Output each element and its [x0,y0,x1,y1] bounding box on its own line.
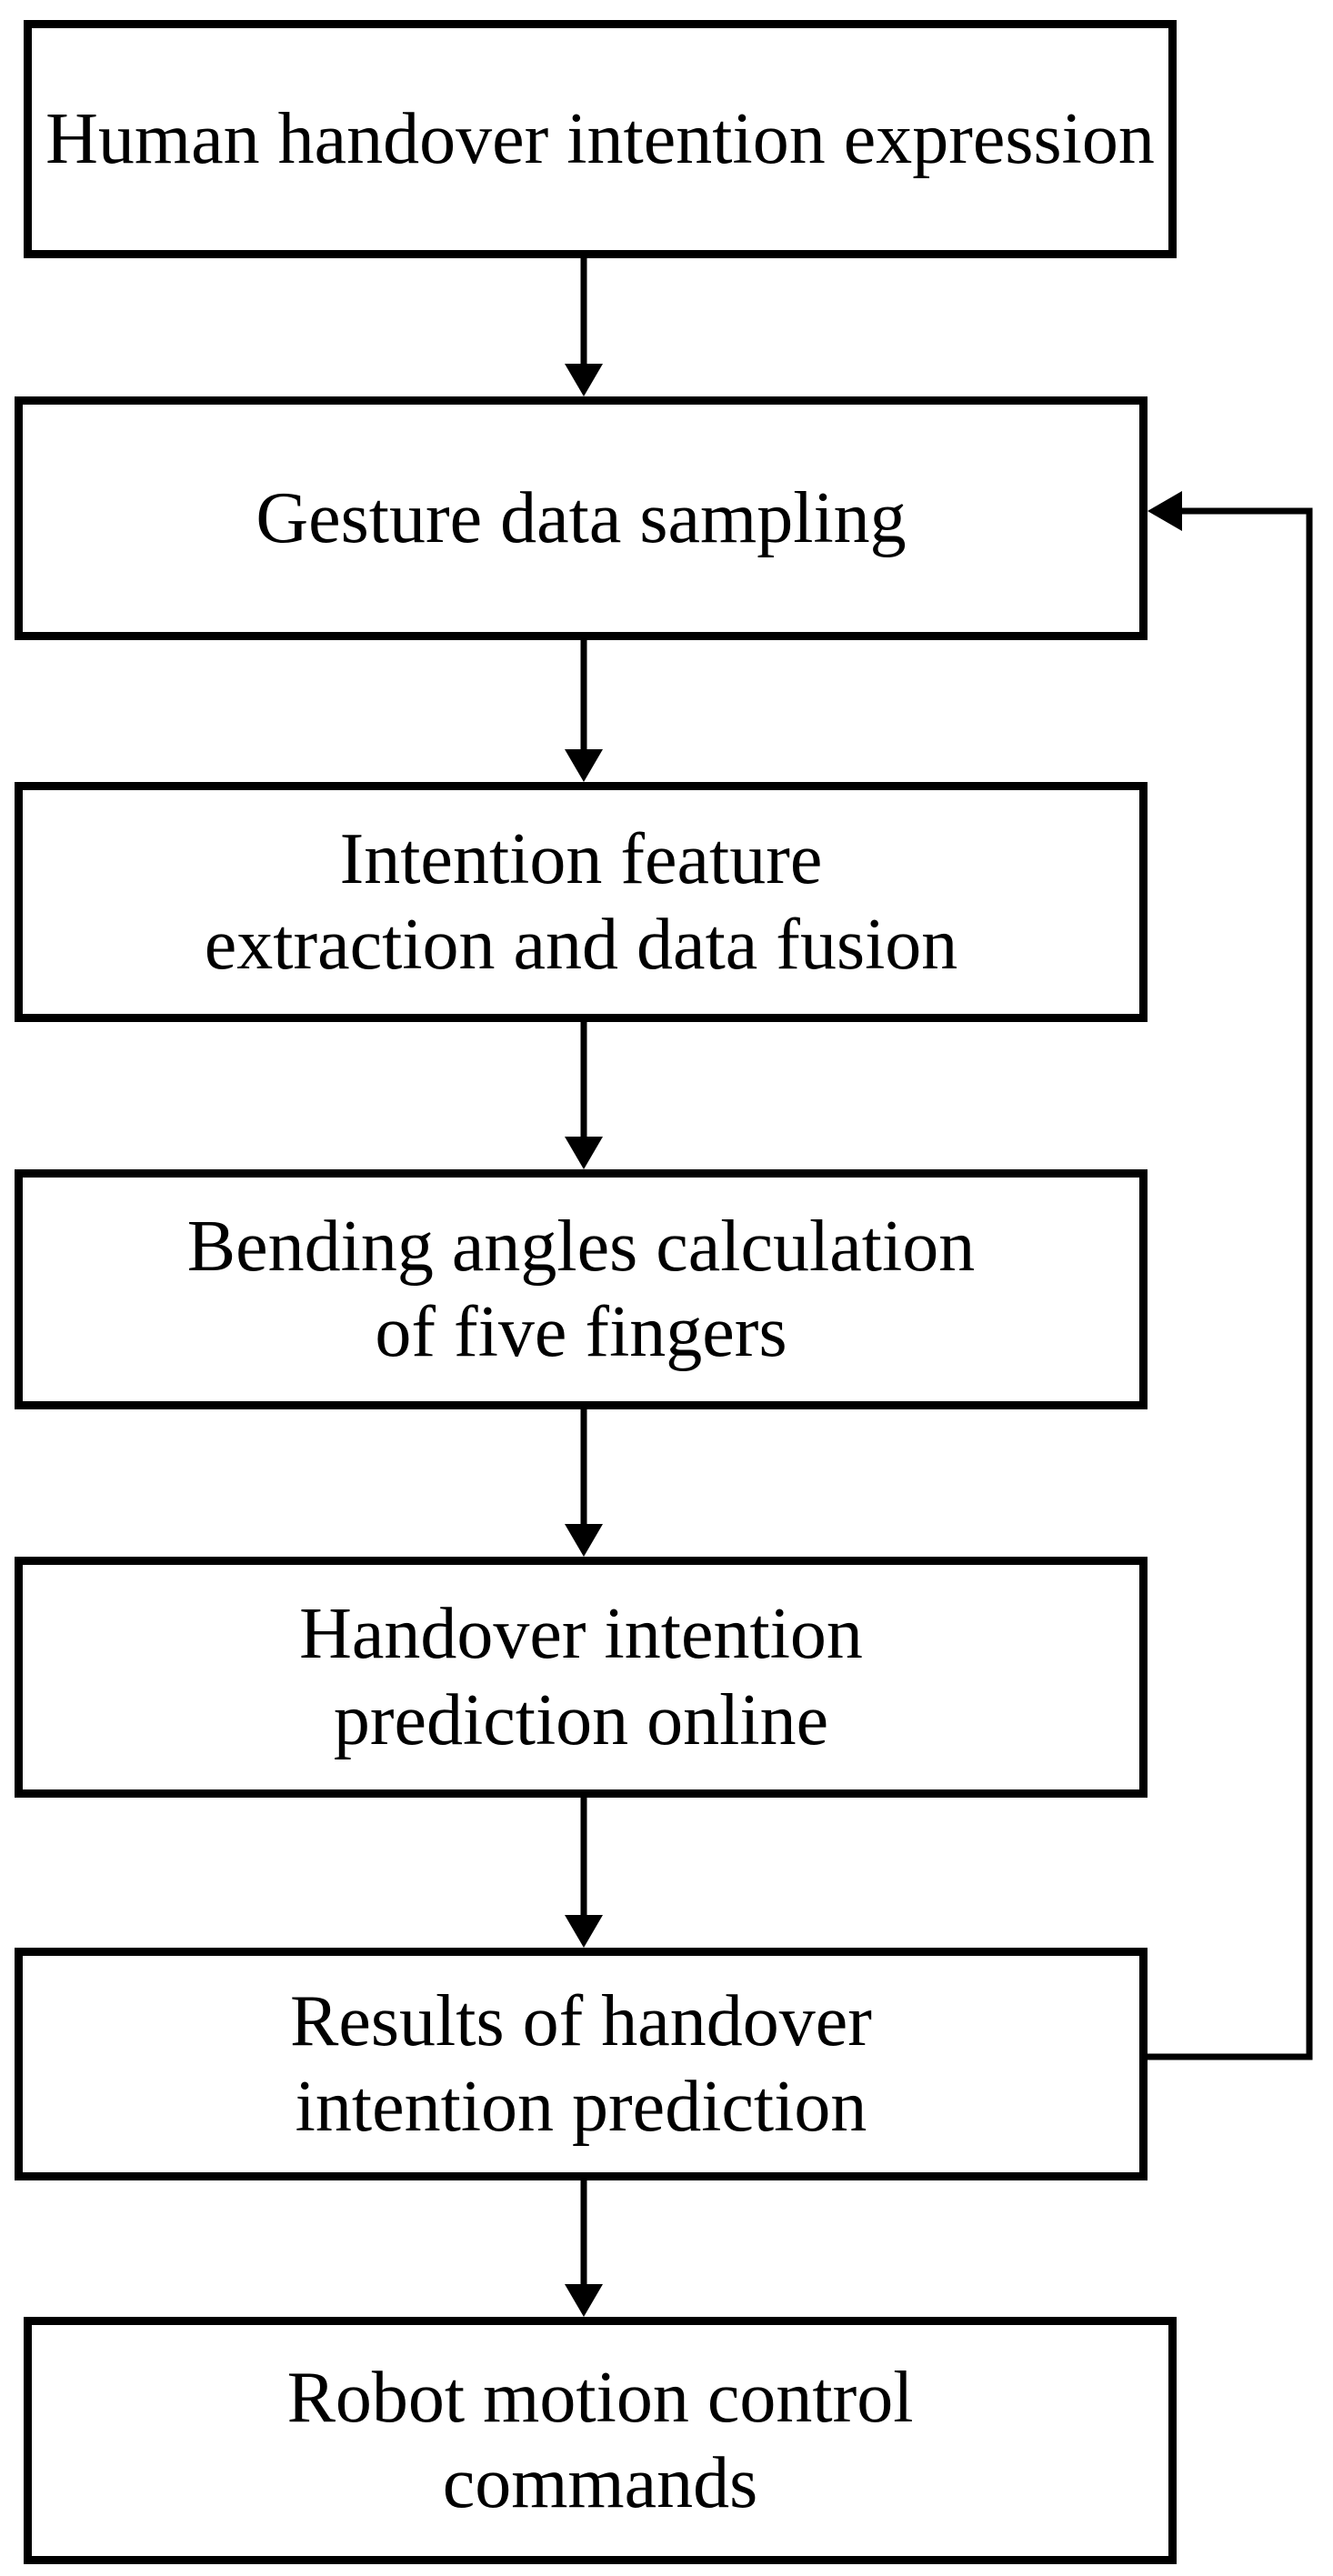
flow-node-label: Handover intention prediction online [299,1594,863,1760]
flow-node-label: Human handover intention expression [45,98,1155,179]
arrow-node6-to-node7 [565,2177,603,2317]
arrow-node5-to-node6 [565,1794,603,1948]
arrowhead-down-icon [565,1524,603,1557]
flow-node-label: Gesture data sampling [256,477,907,558]
flow-node-human-handover-intention-expression: Human handover intention expression [24,20,1177,258]
arrowhead-down-icon [565,1915,603,1948]
flow-node-label: Intention feature extraction and data fu… [204,818,958,985]
flow-node-handover-intention-prediction-online: Handover intention prediction online [15,1557,1148,1798]
flow-node-robot-motion-control-commands: Robot motion control commands [24,2317,1177,2564]
flow-node-bending-angles-calculation-of-five-fingers: Bending angles calculation of five finge… [15,1169,1148,1409]
flow-node-results-of-handover-intention-prediction: Results of handover intention prediction [15,1948,1148,2180]
arrow-node1-to-node2 [565,253,603,396]
arrow-node4-to-node5 [565,1406,603,1557]
arrowhead-down-icon [565,1137,603,1169]
feedback-line [1142,507,1313,2060]
flow-node-gesture-data-sampling: Gesture data sampling [15,396,1148,640]
arrow-node2-to-node3 [565,636,603,782]
arrowhead-down-icon [565,364,603,396]
flow-node-intention-feature-extraction-and-data-fusion: Intention feature extraction and data fu… [15,782,1148,1022]
arrow-node3-to-node4 [565,1018,603,1169]
flow-node-label: Results of handover intention prediction [290,1980,872,2147]
arrowhead-down-icon [565,2284,603,2317]
flow-node-label: Bending angles calculation of five finge… [186,1206,976,1372]
flow-node-label: Robot motion control commands [286,2357,914,2523]
arrowhead-down-icon [565,749,603,782]
feedback-arrow-node6-to-node2 [1142,491,1313,2060]
arrowhead-left-icon [1148,491,1182,531]
